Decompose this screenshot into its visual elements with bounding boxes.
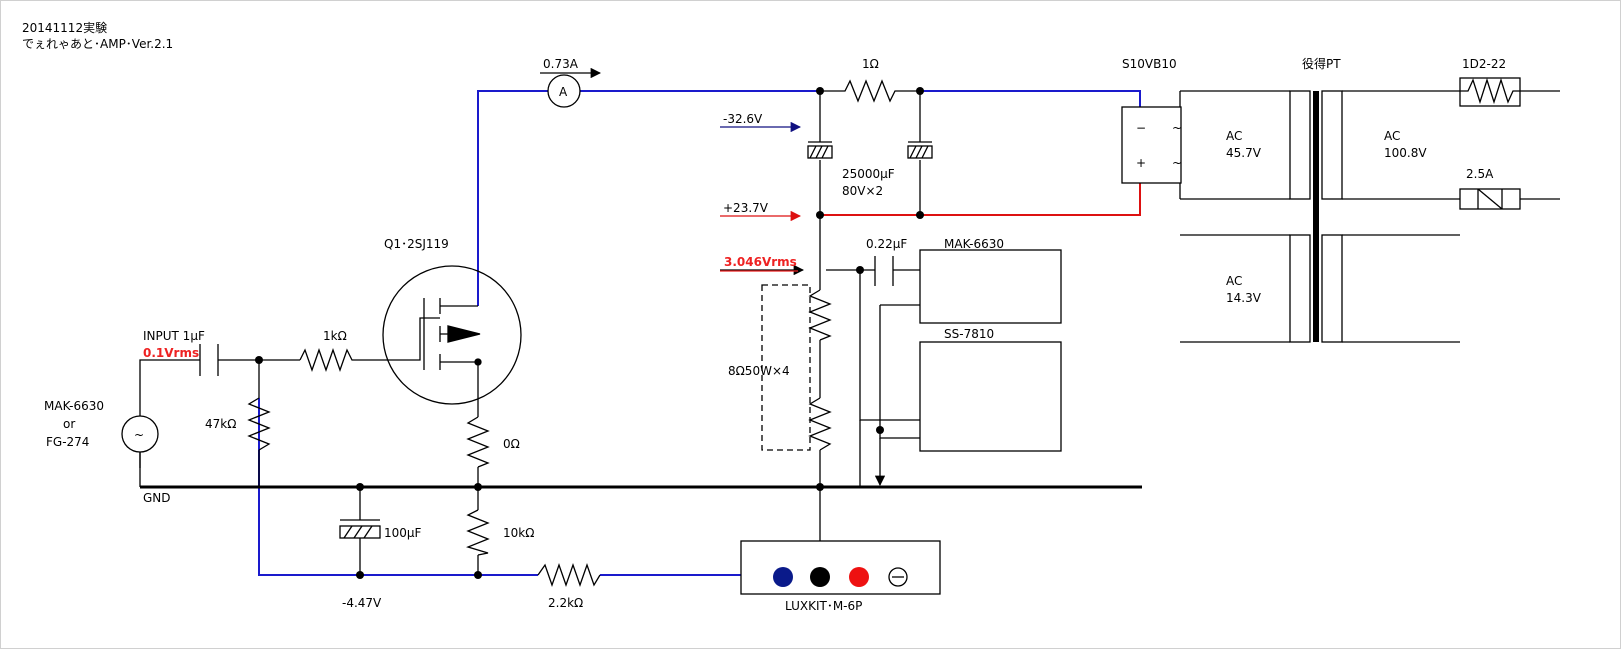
resistor-1ohm-label: 1Ω	[862, 57, 879, 71]
resistor-0ohm-label: 0Ω	[503, 437, 520, 451]
fuse-2-5a-label: 2.5A	[1466, 167, 1494, 181]
rectifier-plus: +	[1136, 156, 1146, 170]
rectifier-ac2: ~	[1172, 156, 1182, 170]
source-label-2: or	[63, 417, 75, 431]
ammeter-symbol: A	[547, 74, 581, 108]
load-resistors-label: 8Ω50W×4	[728, 364, 790, 378]
luxkit-m6p	[740, 540, 941, 595]
rectifier-ac1: ~	[1172, 121, 1182, 135]
header-date-title: 20141112実験	[22, 20, 107, 35]
resistor-47k	[247, 397, 271, 451]
load-resistor-lower	[808, 397, 832, 451]
pos-voltage-label: +23.7V	[723, 201, 769, 215]
resistor-2-2k-label: 2.2kΩ	[548, 596, 583, 610]
negative-rail-wires	[258, 90, 1141, 576]
mak-6630-box	[919, 249, 1062, 324]
filter-cap-rating: 80V×2	[842, 184, 883, 198]
ss-7810-box	[919, 341, 1062, 452]
fuse-2-5a	[1459, 188, 1521, 210]
capacitor-100uf-label: 100μF	[384, 526, 422, 540]
ammeter-reading: 0.73A	[543, 57, 579, 71]
luxkit-terminal-red	[849, 567, 869, 587]
positive-rail-wires	[820, 183, 1141, 216]
fuse-1d2-22-label: 1D2-22	[1462, 57, 1506, 71]
resistor-1ohm	[820, 79, 920, 103]
ac-14-label-a: AC	[1226, 274, 1242, 288]
capacitor-0-22uf	[874, 256, 894, 286]
source-label-1: MAK-6630	[44, 399, 104, 413]
filter-capacitor-right	[907, 141, 933, 159]
power-transformer	[1289, 90, 1343, 343]
input-capacitor	[199, 344, 219, 376]
gnd-label: GND	[143, 491, 171, 505]
ac-14-label-b: 14.3V	[1226, 291, 1262, 305]
mosfet-label: Q1･2SJ119	[384, 237, 449, 251]
black-wires	[139, 90, 1560, 575]
input-level: 0.1Vrms	[143, 346, 199, 360]
rectifier-minus: −	[1136, 121, 1146, 135]
bridge-rectifier	[1121, 106, 1182, 184]
resistor-2-2k	[537, 563, 601, 587]
tap-voltage-label: 3.046Vrms	[724, 255, 797, 269]
filter-capacitor-left	[807, 141, 833, 159]
resistor-10k	[466, 509, 490, 556]
load-resistor-upper	[808, 289, 832, 341]
signal-source-symbol: ~	[134, 428, 144, 442]
resistor-47k-label: 47kΩ	[205, 417, 236, 431]
luxkit-terminal-blue	[773, 567, 793, 587]
filter-cap-value: 25000μF	[842, 167, 895, 181]
source-label-3: FG-274	[46, 435, 89, 449]
input-label: INPUT 1μF	[143, 329, 205, 343]
ac-45-label-b: 45.7V	[1226, 146, 1262, 160]
luxkit-label: LUXKIT･M-6P	[785, 599, 862, 613]
capacitor-0-22uf-label: 0.22μF	[866, 237, 907, 251]
resistor-1k-label: 1kΩ	[323, 329, 347, 343]
load-resistor-dashed-group	[761, 284, 811, 451]
luxkit-terminal-black	[810, 567, 830, 587]
neg-4-47-label: -4.47V	[342, 596, 382, 610]
ammeter-letter: A	[559, 85, 568, 99]
resistor-10k-label: 10kΩ	[503, 526, 534, 540]
transformer-label: 役得PT	[1302, 56, 1341, 71]
resistor-0ohm	[466, 416, 490, 468]
signal-source	[121, 415, 159, 453]
neg-voltage-label: -32.6V	[723, 112, 763, 126]
rectifier-label: S10VB10	[1122, 57, 1177, 71]
capacitor-100uf	[339, 519, 381, 539]
ac-45-label-a: AC	[1226, 129, 1242, 143]
junction-dots	[255, 87, 924, 579]
mosfet-q1	[382, 265, 522, 405]
ac-100-label-b: 100.8V	[1384, 146, 1427, 160]
fuse-1d2-22	[1459, 77, 1521, 107]
header-amp-title: でぇれゃあと･AMP･Ver.2.1	[22, 37, 173, 51]
resistor-1k	[299, 348, 360, 372]
ac-100-label-a: AC	[1384, 129, 1400, 143]
ss-7810-label: SS-7810	[944, 327, 994, 341]
mak-6630-label: MAK-6630	[944, 237, 1004, 251]
luxkit-ground-terminal-icon	[888, 567, 908, 587]
